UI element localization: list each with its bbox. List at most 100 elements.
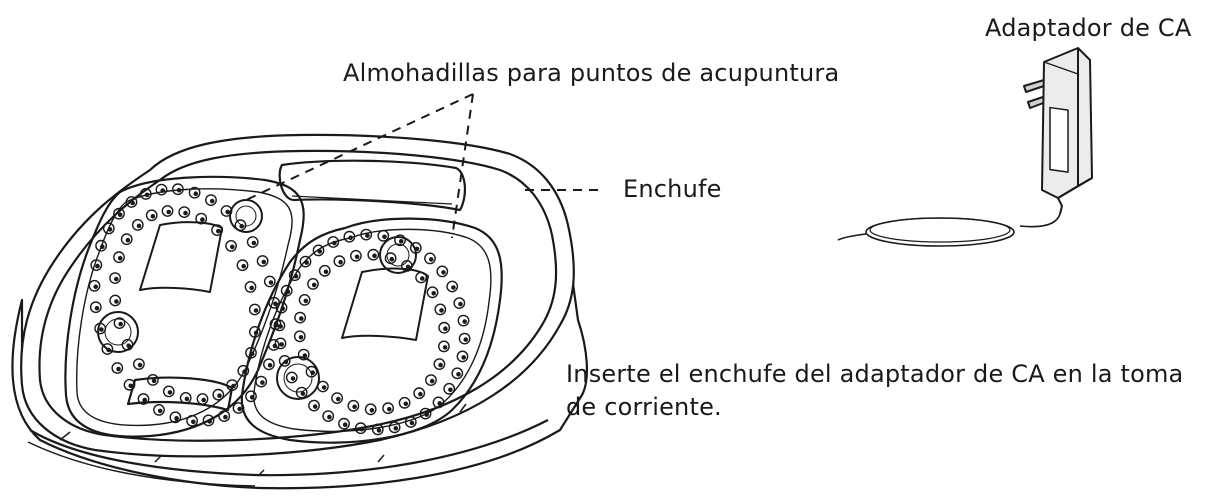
acupressure-node [388,421,401,434]
acupressure-node [343,230,356,243]
acupressure-node [437,340,450,353]
acupressure-node [225,239,238,252]
acupressure-node [179,391,192,404]
acupressure-node [262,358,275,371]
leader-line-pads [245,93,474,201]
acupressure-node [155,183,168,196]
acupressure-node [295,386,308,399]
acupressure-node [188,186,201,199]
acupressure-node [438,321,451,334]
acupressure-node [384,252,397,265]
acupressure-node [432,396,445,409]
acupressure-node [382,402,394,415]
acupressure-node [101,343,114,355]
acupressure-node [94,322,107,335]
acupressure-node [288,269,301,282]
acupressure-node [456,350,469,363]
acupressure-node [278,354,291,367]
acupressure-node [457,314,470,327]
ac-adapter [837,47,1093,247]
arch-pad-right [341,267,429,341]
acupressure-node [360,228,373,241]
large-disc [276,356,320,400]
acupressure-node [293,330,306,343]
acupressure-node [274,337,287,350]
acupressure-node [308,399,320,412]
acupressure-node [312,244,325,257]
acupressure-node [256,255,269,267]
acupressure-node [248,303,261,316]
acupressure-node [273,319,286,332]
acupressure-node [255,375,268,388]
acupressure-node [146,373,159,386]
acupressure-node [305,365,318,378]
acupressure-node [113,317,126,329]
acupressure-node [263,275,276,288]
large-disc [379,236,417,274]
acupressure-node [220,205,233,217]
acupressure-node [218,410,231,422]
acupressure-node [316,380,329,393]
acupressure-node [398,396,411,409]
acupressure-node [299,255,312,268]
acupressure-node [434,303,447,316]
acupressure-node [394,234,406,247]
acupressure-node [90,259,103,271]
acupressure-node [443,382,456,395]
acupressure-node [237,364,250,377]
device-skirt-line [29,419,549,477]
acupressure-node [377,229,390,242]
label-acupressure-pads: Almohadillas para puntos de acupuntura [343,59,840,87]
acupressure-node [244,280,257,293]
acupressure-node [236,259,249,272]
acupressure-node [102,222,115,235]
acupressure-node [111,362,124,374]
acupressure-node [280,284,293,297]
acupressure-node [232,402,245,414]
acupressure-node [113,207,125,220]
label-plug: Enchufe [623,175,722,203]
acupressure-node [349,249,362,262]
acupressure-node [446,280,459,293]
foot-plate-left [64,175,305,438]
foot-plate-right [240,217,503,444]
acupressure-node [95,239,108,252]
acupressure-node [307,277,319,290]
acupressure-node [131,218,144,231]
acupressure-node [246,236,259,248]
acupressure-node [211,224,224,237]
acupressure-node [120,233,133,246]
acupressure-node [123,378,136,391]
acupressure-node [331,392,343,404]
acupressure-node [322,410,335,422]
acupressure-node [294,311,306,324]
acupressure-node [297,348,310,361]
acupressure-node [367,248,380,261]
acupressure-node [415,271,427,284]
acupressure-node [347,399,360,412]
acupressure-node [426,286,439,299]
acupressure-node [404,416,417,428]
acupressure-node [245,346,257,359]
acupressure-node [121,338,134,351]
acupressure-node [205,194,217,207]
acupressure-node [453,297,466,309]
acupressure-node [318,264,331,277]
acupressure-node [202,414,215,427]
leader-line-pads [451,93,474,239]
acupressure-node [285,371,298,384]
acupressure-node [109,272,122,284]
acupressure-node [226,379,239,391]
arch-pad-left [139,221,223,293]
acupressure-node [364,403,377,416]
acupressure-node [436,265,449,278]
acupressure-node [88,279,101,292]
acupressure-node [433,358,446,370]
acupressure-node [169,411,182,424]
control-panel [278,159,466,212]
acupressure-node [153,403,165,416]
acupressure-node [424,252,436,265]
acupressure-node [196,393,209,405]
acupressure-node [413,387,426,400]
